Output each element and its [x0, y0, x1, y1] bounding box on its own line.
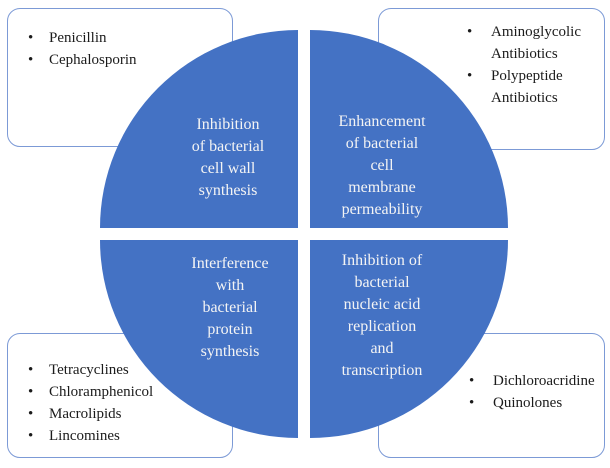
bullet-icon: •	[467, 24, 473, 40]
quadrant-label-membrane-permeability: Enhancement of bacterial cell membrane p…	[338, 113, 426, 218]
list-item: • Lincomines	[28, 425, 232, 447]
bullet-icon: •	[28, 406, 34, 422]
drug-name: Aminoglycolic Antibiotics	[491, 24, 581, 62]
drug-name: Quinolones	[493, 395, 563, 411]
list-item: • Quinolones	[469, 392, 604, 414]
drug-name: Chloramphenicol	[49, 384, 154, 400]
drug-list: • Aminoglycolic Antibiotics • Polypeptide …	[467, 21, 604, 109]
list-item: • Penicillin	[28, 27, 232, 49]
drug-list: • Penicillin • Cephalosporin	[28, 27, 232, 71]
list-item: • Chloramphenicol	[28, 381, 232, 403]
quadrant-label-protein-synthesis: Interference with bacterial protein synt…	[191, 255, 269, 360]
bullet-icon: •	[28, 428, 34, 444]
list-item: • Cephalosporin	[28, 49, 232, 71]
drug-list: • Tetracyclines • Chloramphenicol • Macroli…	[28, 359, 232, 447]
bullet-icon: •	[467, 68, 473, 84]
drug-name: Tetracyclines	[49, 362, 129, 378]
bullet-icon: •	[469, 373, 475, 389]
bullet-icon: •	[28, 384, 34, 400]
drug-list: • Dichloroacridine • Quinolones	[469, 370, 604, 414]
bullet-icon: •	[469, 395, 475, 411]
drug-name: Lincomines	[49, 428, 120, 444]
drug-name: Cephalosporin	[49, 52, 137, 68]
bullet-icon: •	[28, 52, 34, 68]
corner-box-protein-drugs: • Tetracyclines • Chloramphenicol • Macroli…	[7, 333, 233, 458]
drug-name: Macrolipids	[49, 406, 122, 422]
drug-name: Polypeptide Antibiotics	[491, 68, 563, 106]
list-item: • Macrolipids	[28, 403, 232, 425]
list-item: • Polypeptide Antibiotics	[467, 65, 604, 109]
bullet-icon: •	[28, 362, 34, 378]
list-item: • Tetracyclines	[28, 359, 232, 381]
list-item: • Aminoglycolic Antibiotics	[467, 21, 604, 65]
drug-name: Dichloroacridine	[493, 373, 595, 389]
quadrant-label-nucleic-acid-replication: Inhibition of bacterial nucleic acid rep…	[341, 252, 423, 379]
bullet-icon: •	[28, 30, 34, 46]
list-item: • Dichloroacridine	[469, 370, 604, 392]
drug-name: Penicillin	[49, 30, 107, 46]
quadrant-label-cell-wall-synthesis: Inhibition of bacterial cell wall synthe…	[191, 116, 265, 199]
